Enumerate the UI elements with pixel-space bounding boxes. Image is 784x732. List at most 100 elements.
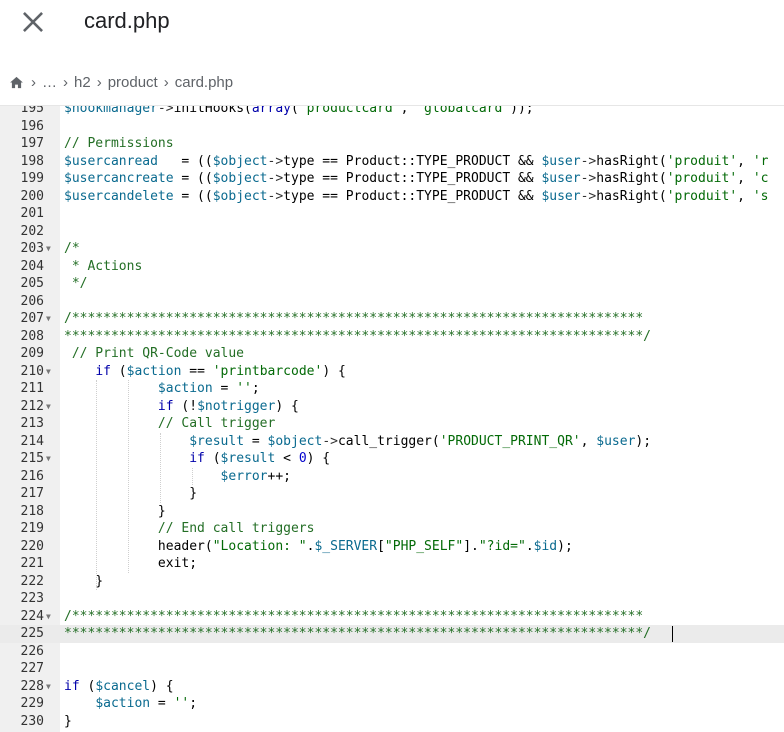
code-token: '' (173, 696, 190, 711)
close-icon[interactable] (19, 8, 47, 36)
code-line[interactable]: 223 (0, 590, 784, 608)
code-text: ****************************************… (64, 625, 651, 643)
code-line[interactable]: 207▼/***********************************… (0, 310, 784, 328)
breadcrumb-item-product[interactable]: product (107, 74, 158, 91)
fold-arrow-icon[interactable]: ▼ (46, 366, 51, 376)
fold-arrow-icon[interactable]: ▼ (46, 681, 51, 691)
code-token: $hookmanager (64, 106, 158, 116)
code-line[interactable]: 226 (0, 643, 784, 661)
code-line[interactable]: 198 $usercanread = (($object->type == Pro… (0, 153, 784, 171)
code-editor[interactable]: 195$hookmanager->initHooks(array('produc… (0, 106, 784, 732)
code-token: array (251, 106, 291, 116)
code-line[interactable]: 204 * Actions (0, 258, 784, 276)
code-token: . (306, 538, 315, 554)
code-line[interactable]: 210▼ if ($action == 'printbarcode') { (0, 363, 784, 381)
code-text: } (64, 503, 166, 521)
code-line[interactable]: 219 // End call triggers (0, 520, 784, 538)
line-number: 208 (20, 328, 44, 344)
code-token: $user (541, 188, 581, 204)
code-text: $usercandelete = (($object->type == Prod… (64, 188, 768, 206)
code-line[interactable]: 199$usercancreate = (($object->type == P… (0, 170, 784, 188)
code-token: ) { (306, 451, 331, 466)
fold-arrow-icon[interactable]: ▼ (46, 401, 51, 411)
code-token: $result (220, 451, 276, 466)
code-token: -> (157, 106, 174, 116)
code-line[interactable]: 221 exit; (0, 555, 784, 573)
code-text: // End call triggers (64, 520, 315, 538)
line-number: 230 (20, 713, 44, 729)
breadcrumb-item-file[interactable]: card.php (174, 74, 234, 91)
code-token: // End call triggers (157, 521, 315, 536)
code-line[interactable]: 209 // Print QR-Code value (0, 345, 784, 363)
code-line[interactable]: 224▼/***********************************… (0, 608, 784, 626)
code-token: $action (126, 363, 182, 379)
fold-arrow-icon[interactable]: ▼ (46, 611, 51, 621)
code-token: -> (267, 153, 284, 169)
fold-arrow-icon[interactable]: ▼ (46, 314, 51, 323)
fold-arrow-icon[interactable]: ▼ (46, 244, 51, 253)
code-token: } (64, 713, 72, 729)
code-line[interactable]: 230} (0, 713, 784, 731)
code-line[interactable]: 216 $error++; (0, 468, 784, 486)
code-line[interactable]: 201 (0, 205, 784, 223)
code-text: * Actions (64, 258, 142, 276)
code-line[interactable]: 229 $action = ''; (0, 695, 784, 713)
code-text: $usercanread = (($object->type == Produc… (64, 153, 768, 171)
code-token: $usercancreate (64, 171, 174, 186)
code-line[interactable]: 222 } (0, 573, 784, 591)
code-line[interactable]: 227 (0, 660, 784, 678)
code-text: ****************************************… (64, 328, 651, 346)
fold-arrow-icon[interactable]: ▼ (46, 454, 51, 463)
line-number: 207 (20, 311, 44, 326)
code-line[interactable]: 197// Permissions (0, 135, 784, 153)
breadcrumb-separator: › (31, 74, 36, 91)
code-line[interactable]: 217 } (0, 485, 784, 503)
code-text: // Call trigger (64, 415, 275, 433)
home-icon[interactable] (8, 74, 25, 91)
code-token: , (737, 153, 753, 169)
code-token: ); (635, 433, 652, 449)
code-token: if (157, 398, 174, 414)
code-line[interactable]: 205 */ (0, 275, 784, 293)
code-line[interactable]: 225 *************************************… (0, 625, 784, 643)
code-line[interactable]: 214 $result = $object->call_trigger('PRO… (0, 433, 784, 451)
code-line[interactable]: 220 header("Location: ".$_SERVER["PHP_SE… (0, 538, 784, 556)
line-number: 228 (20, 678, 44, 694)
code-token: $user (541, 153, 581, 169)
code-token (64, 416, 158, 431)
code-line[interactable]: 200$usercandelete = (($object->type == P… (0, 188, 784, 206)
breadcrumb-item-h2[interactable]: h2 (74, 74, 91, 91)
code-line[interactable]: 202 (0, 223, 784, 241)
code-text: */ (64, 275, 88, 293)
code-line[interactable]: 211 $action = ''; (0, 380, 784, 398)
line-number: 225 (20, 626, 44, 641)
code-token: -> (580, 171, 597, 186)
code-token (64, 399, 158, 414)
code-line[interactable]: 228▼if ($cancel) { (0, 678, 784, 696)
code-line[interactable]: 196 (0, 118, 784, 136)
code-token: = (( (157, 153, 213, 169)
code-token: ) { (150, 678, 174, 694)
code-token: 'productcard' (298, 106, 401, 116)
code-token: $result (189, 433, 245, 449)
indent-guide (96, 380, 97, 590)
code-token: -> (580, 188, 597, 204)
code-line[interactable]: 206 (0, 293, 784, 311)
code-line[interactable]: 212▼ if (!$notrigger) { (0, 398, 784, 416)
breadcrumb-separator: › (63, 74, 68, 91)
code-token: $action (95, 696, 151, 711)
line-number: 198 (20, 153, 44, 169)
code-line[interactable]: 208 *************************************… (0, 328, 784, 346)
code-token: ; (251, 381, 260, 396)
code-token: 'r (752, 153, 769, 169)
code-line[interactable]: 215▼ if ($result < 0) { (0, 450, 784, 468)
code-token: ****************************************… (64, 626, 651, 641)
code-line[interactable]: 195$hookmanager->initHooks(array('produc… (0, 106, 784, 118)
code-token: = (244, 433, 268, 449)
line-number: 210 (20, 363, 44, 379)
code-line[interactable]: 213 // Call trigger (0, 415, 784, 433)
breadcrumb-item-ellipsis[interactable]: … (42, 74, 57, 91)
code-line[interactable]: 203▼/* (0, 240, 784, 258)
code-token: 'produit' (666, 188, 738, 204)
code-line[interactable]: 218 } (0, 503, 784, 521)
